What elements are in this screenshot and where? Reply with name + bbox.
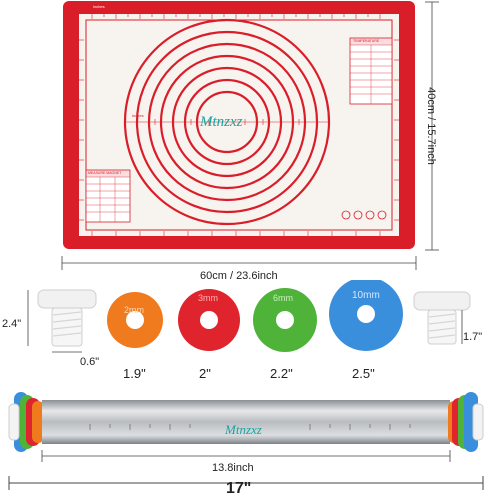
mat-width-label: 60cm / 23.6inch [200, 270, 278, 282]
mat-dimension-lines [61, 1, 439, 270]
mat-top-ruler-unit: inches [93, 4, 105, 9]
ring-blue-size: 2.5" [352, 366, 375, 381]
mat-height-label: 40cm / 15.7inch [424, 87, 437, 165]
ring-blue-thickness: 10mm [352, 290, 380, 301]
mat-side-rulers [79, 39, 399, 221]
rolling-pin [8, 392, 484, 490]
mat-bottom-ruler [91, 231, 381, 236]
temperature-table [349, 37, 393, 105]
measure-table [85, 169, 131, 223]
mat-brand-logo: Mtnzxz [200, 114, 243, 130]
pin-barrel [42, 400, 450, 444]
ring-orange-thickness: 2mm [124, 305, 144, 315]
right-cap-height-label: 1.7" [463, 331, 483, 343]
pin-left-rings [8, 392, 44, 452]
temperature-title: TEMPERATURE [353, 39, 380, 43]
left-cap-width-label: 0.6" [80, 356, 100, 368]
ring-blue [329, 280, 403, 351]
pin-total-length-label: 17" [226, 480, 252, 497]
ring-red-thickness: 3mm [198, 293, 218, 303]
mat-top-ruler [91, 14, 381, 19]
ring-orange-size: 1.9" [123, 366, 146, 381]
ring-green [253, 288, 317, 352]
accessories [27, 280, 471, 353]
pin-inner-length-label: 13.8inch [212, 462, 254, 474]
pin-right-rings [448, 392, 484, 452]
ring-green-size: 2.2" [270, 366, 293, 381]
ring-red-size: 2" [199, 366, 211, 381]
pin-scale [89, 424, 411, 430]
ring-orange [107, 292, 163, 348]
right-end-cap [413, 291, 471, 345]
measure-title: MEASURE MAGNET [88, 171, 122, 175]
left-end-cap [37, 289, 97, 347]
pastry-mat-graphic [63, 1, 415, 249]
care-icons [341, 210, 387, 220]
ring-red [178, 289, 240, 351]
mat-center-ruler-unit: inches [132, 113, 144, 118]
ring-green-thickness: 6mm [273, 293, 293, 303]
pin-brand-logo: Mtnzxz [225, 422, 262, 437]
pastry-mat: Mtnzxz inches inches TEMPERATURE MEASURE… [62, 0, 416, 250]
left-cap-height-label: 2.4" [2, 318, 22, 330]
